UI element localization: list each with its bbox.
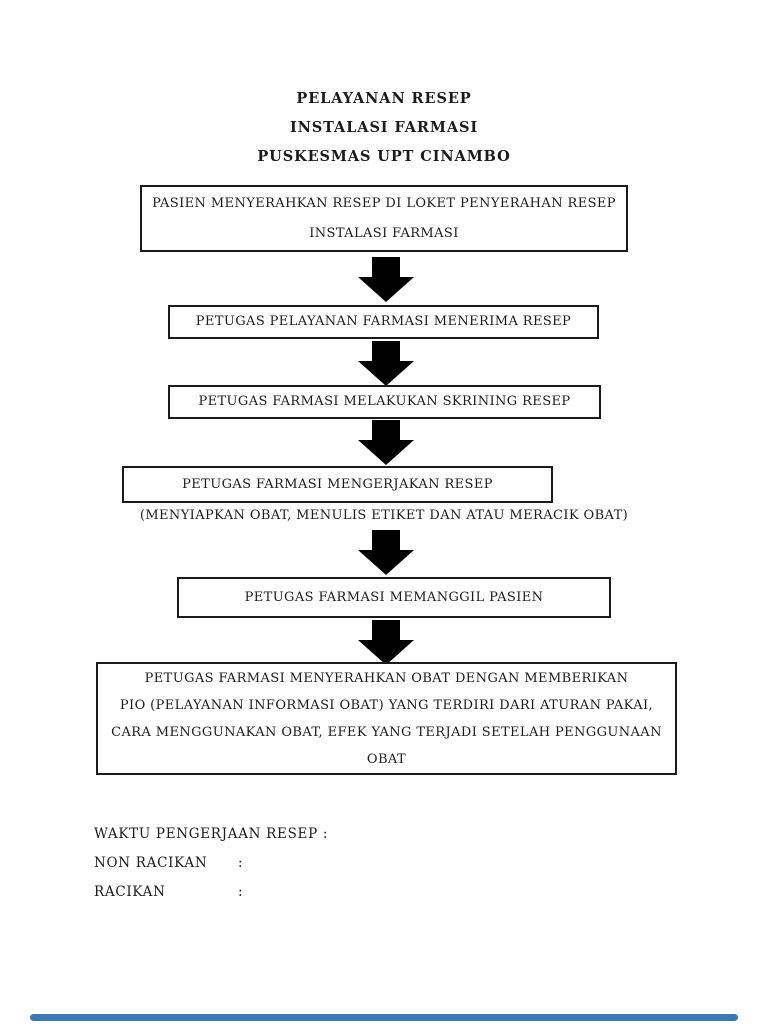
flow-down-arrow-icon (358, 620, 414, 665)
flow-down-arrow-icon (358, 530, 414, 575)
flow-step-text: OBAT (366, 751, 407, 767)
flow-step-call-patient: PETUGAS FARMASI MEMANGGIL PASIEN (177, 577, 611, 618)
arrow-head (358, 277, 414, 302)
flow-step-text: PASIEN MENYERAHKAN RESEP DI LOKET PENYER… (152, 195, 616, 211)
arrow-stem (372, 530, 400, 550)
arrow-head (358, 640, 414, 665)
arrow-stem (372, 257, 400, 277)
flow-step-text: PETUGAS PELAYANAN FARMASI MENERIMA RESEP (195, 314, 572, 329)
non-compounded-time-row: NON RACIKAN : (94, 855, 243, 871)
arrow-stem (372, 620, 400, 640)
processing-time-heading: WAKTU PENGERJAAN RESEP : (94, 826, 328, 842)
flow-step-text: PIO (PELAYANAN INFORMASI OBAT) YANG TERD… (119, 697, 654, 713)
flow-step-prescription-processing: PETUGAS FARMASI MENGERJAKAN RESEP (122, 466, 553, 503)
title-line-3: PUSKESMAS UPT CINAMBO (257, 148, 511, 165)
flow-step-text: PETUGAS FARMASI MELAKUKAN SKRINING RESEP (198, 394, 571, 409)
compounded-label: RACIKAN (94, 884, 166, 900)
flow-step-patient-submits-prescription: PASIEN MENYERAHKAN RESEP DI LOKET PENYER… (140, 185, 628, 252)
flow-step-prescription-screening: PETUGAS FARMASI MELAKUKAN SKRINING RESEP (168, 385, 601, 419)
colon-separator: : (322, 826, 329, 842)
flow-down-arrow-icon (358, 341, 414, 386)
title-line-1: PELAYANAN RESEP (296, 90, 472, 107)
flow-step-text: PETUGAS FARMASI MEMANGGIL PASIEN (244, 589, 544, 605)
flow-step-staff-receives-prescription: PETUGAS PELAYANAN FARMASI MENERIMA RESEP (168, 305, 599, 339)
flow-down-arrow-icon (358, 420, 414, 465)
flow-step-text: INSTALASI FARMASI (309, 225, 459, 241)
processing-time-label: WAKTU PENGERJAAN RESEP (94, 826, 318, 842)
flow-step-text: PETUGAS FARMASI MENYERAHKAN OBAT DENGAN … (144, 670, 629, 686)
arrow-head (358, 440, 414, 465)
compounded-time-row: RACIKAN : (94, 884, 243, 900)
arrow-stem (372, 341, 400, 361)
arrow-head (358, 361, 414, 386)
flow-down-arrow-icon (358, 257, 414, 302)
title-line-2: INSTALASI FARMASI (289, 119, 479, 136)
arrow-head (358, 550, 414, 575)
flow-step-text: CARA MENGGUNAKAN OBAT, EFEK YANG TERJADI… (111, 724, 662, 740)
document-title: PELAYANAN RESEP INSTALASI FARMASI PUSKES… (0, 84, 768, 171)
colon-separator: : (238, 884, 244, 900)
page-scroll-progress-bar[interactable] (30, 1014, 738, 1021)
non-compounded-label: NON RACIKAN (94, 855, 208, 871)
colon-separator: : (238, 855, 244, 871)
flow-step-dispense-with-pio: PETUGAS FARMASI MENYERAHKAN OBAT DENGAN … (96, 662, 677, 775)
flow-step-text: PETUGAS FARMASI MENGERJAKAN RESEP (182, 476, 493, 492)
flow-step-processing-note: (MENYIAPKAN OBAT, MENULIS ETIKET DAN ATA… (139, 508, 629, 523)
arrow-stem (372, 420, 400, 440)
